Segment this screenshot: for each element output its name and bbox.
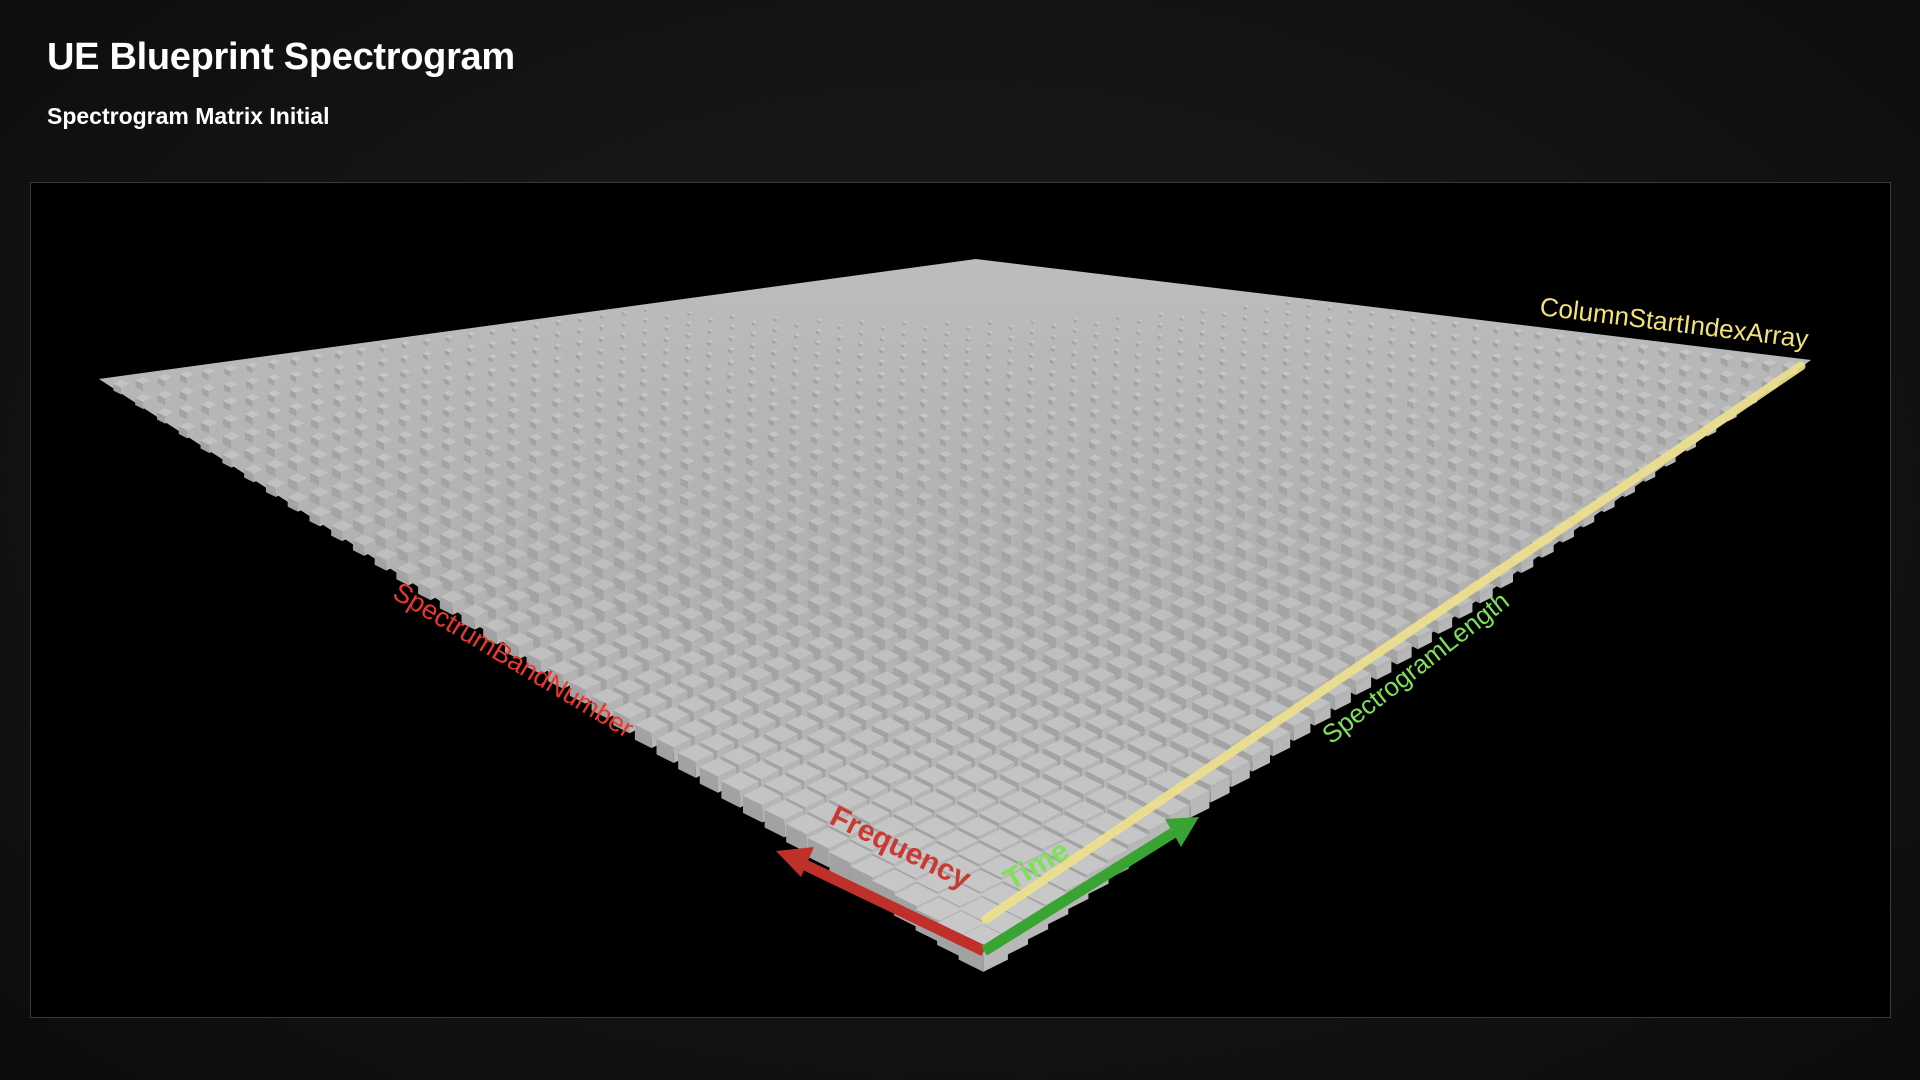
time-axis-arrow bbox=[981, 817, 1199, 956]
frequency-axis-arrow bbox=[776, 847, 987, 956]
spectrogram-scene: SpectrumBandNumber ColumnStartIndexArray… bbox=[99, 259, 1811, 972]
scene-viewport[interactable]: SpectrumBandNumber ColumnStartIndexArray… bbox=[30, 182, 1891, 1018]
page-title: UE Blueprint Spectrogram bbox=[47, 36, 515, 78]
column-start-index-line bbox=[981, 361, 1806, 924]
page-subtitle: Spectrogram Matrix Initial bbox=[47, 103, 330, 129]
